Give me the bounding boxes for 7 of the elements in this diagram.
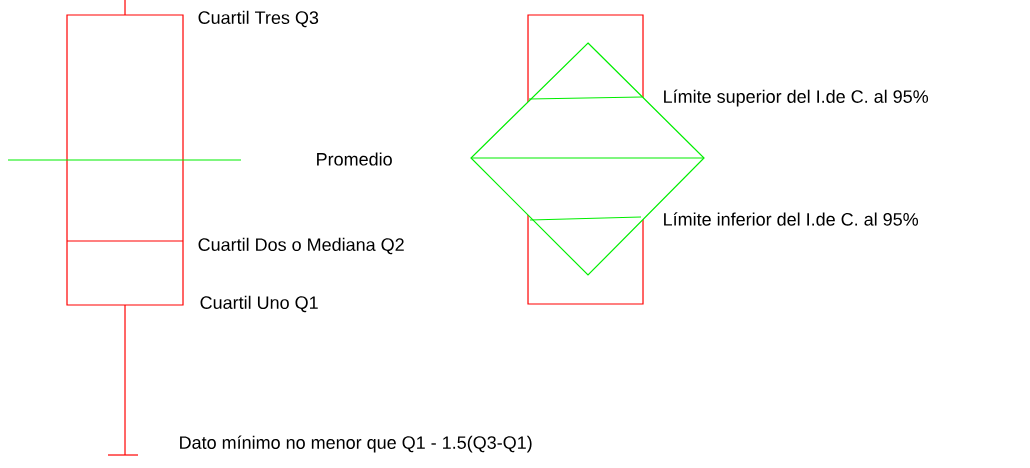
minimum-note: Dato mínimo no menor que Q1 - 1.5(Q3-Q1) [180,435,532,453]
quartile-label: Cuartil Uno Q1 [200,295,318,313]
mean-label: Promedio [317,152,392,166]
quartile-label: Cuartil Tres Q3 [198,10,319,28]
quartile-label: Cuartil Dos o Mediana Q2 [198,237,404,255]
confidence-limit-label: Límite superior del I.de C. al 95% [664,89,929,107]
confidence-limit-label: Límite inferior del I.de C. al 95% [664,212,919,226]
